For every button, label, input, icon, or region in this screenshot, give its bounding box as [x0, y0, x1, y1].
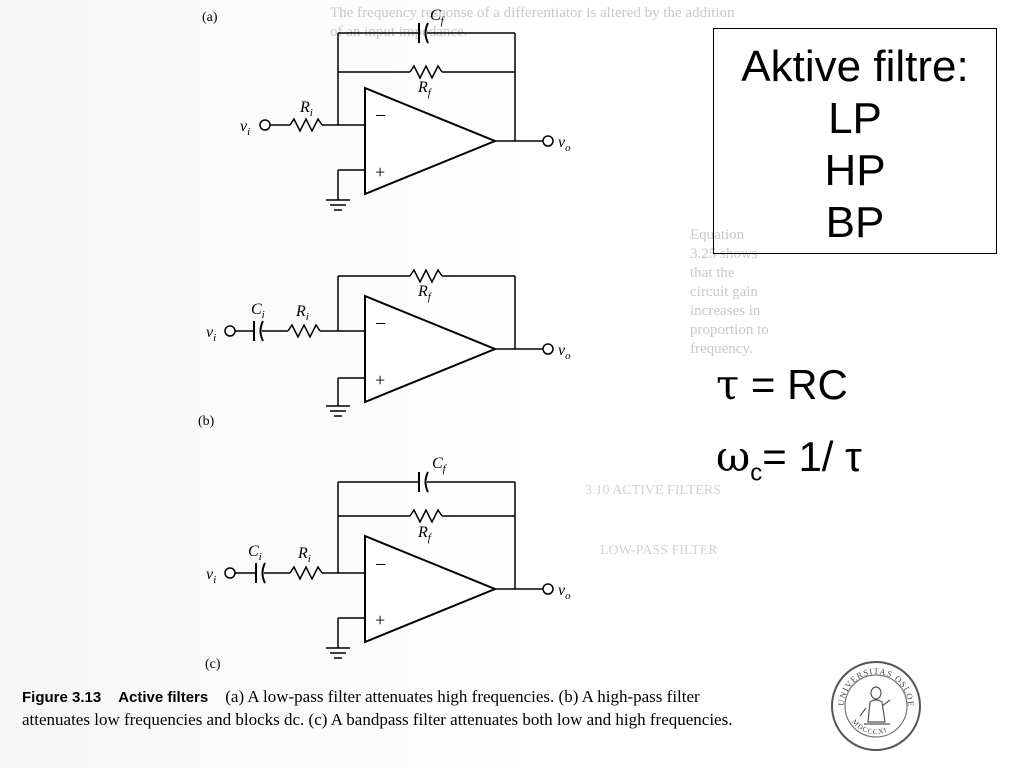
input-resistor [287, 323, 321, 339]
feedback-capacitor-plate [424, 22, 429, 44]
input-terminal [259, 119, 271, 131]
high-pass-filter-circuit: − + Ci Ri vi Rf vo [206, 268, 571, 417]
box-title: Aktive filtre: [741, 42, 969, 91]
bleed-through-heading: LOW-PASS FILTER [600, 543, 718, 558]
figure-caption-text: (a) A low-pass filter attenuates high fr… [22, 687, 733, 729]
input-label: vi [206, 324, 216, 344]
figure-number: Figure 3.13 [22, 689, 102, 706]
feedback-capacitor-label: Cf [432, 455, 448, 475]
output-terminal [542, 135, 554, 147]
box-item-lp: LP [828, 94, 882, 143]
omega-subscript: c [750, 459, 763, 487]
feedback-resistor-label: Rf [417, 524, 433, 544]
feedback-capacitor-plate [424, 471, 429, 493]
resistor-label: Ri [295, 303, 309, 323]
figure-title: Active filters [118, 689, 209, 706]
output-label: vo [558, 582, 571, 602]
active-filters-box: Aktive filtre: LP HP BP [713, 28, 997, 254]
input-resistor [289, 117, 323, 133]
input-terminal [224, 567, 236, 579]
op-amp-triangle [364, 294, 498, 404]
university-seal-logo: UNIVERSITAS OSLOENSIS MDCCCXI [830, 660, 921, 751]
bleed-through-text: Equation 3.25 shows that the circuit gai… [690, 227, 769, 357]
inverting-input-sign: − [375, 554, 386, 576]
feedback-resistor [409, 508, 443, 524]
noninverting-input-sign: + [375, 610, 385, 630]
op-amp-triangle [364, 86, 498, 196]
panel-label-a: (a) [202, 10, 218, 25]
input-capacitor-plate [259, 320, 264, 342]
input-capacitor-plate [261, 562, 266, 584]
noninverting-input-sign: + [375, 370, 385, 390]
feedback-resistor [409, 268, 443, 284]
input-capacitor-label: Ci [251, 301, 265, 321]
band-pass-filter-circuit: − + Ci Ri vi Cf Rf vo [206, 455, 571, 659]
inverting-input-sign: − [375, 313, 386, 335]
cutoff-frequency-equation: ωc= 1/ τ [716, 432, 862, 487]
output-terminal [542, 583, 554, 595]
resistor-label: Ri [297, 545, 311, 565]
noninverting-input-sign: + [375, 162, 385, 182]
output-terminal [542, 343, 554, 355]
output-label: vo [558, 342, 571, 362]
tau-rhs: = RC [750, 361, 848, 408]
inverting-input-sign: − [375, 105, 386, 127]
ground-symbol [326, 405, 350, 417]
active-filter-circuits: − + Ri vi Cf Rf vo − [206, 7, 571, 659]
bleed-through-heading: 3.10 ACTIVE FILTERS [585, 483, 721, 498]
low-pass-filter-circuit: − + Ri vi Cf Rf vo [240, 7, 571, 211]
feedback-resistor [409, 64, 443, 80]
feedback-resistor-label: Rf [417, 79, 433, 99]
figure-caption: Figure 3.13 Active filters (a) A low-pas… [22, 686, 762, 731]
bleed-through-text: The frequency response of a differentiat… [330, 5, 735, 40]
box-item-hp: HP [824, 146, 886, 195]
box-item-bp: BP [825, 198, 885, 247]
ground-symbol [326, 199, 350, 211]
omega-rhs: = 1/ τ [762, 433, 862, 480]
feedback-resistor-label: Rf [417, 283, 433, 303]
panel-label-b: (b) [198, 414, 215, 429]
time-constant-equation: τ = RC [716, 360, 848, 409]
panel-label-c: (c) [205, 657, 221, 672]
input-label: vi [240, 118, 250, 138]
input-label: vi [206, 566, 216, 586]
input-terminal [224, 325, 236, 337]
feedback-capacitor-label: Cf [430, 7, 446, 27]
input-resistor [289, 565, 323, 581]
op-amp-triangle [364, 534, 498, 644]
tau-symbol: τ [716, 360, 740, 409]
omega-symbol: ω [716, 432, 751, 481]
output-label: vo [558, 134, 571, 154]
input-capacitor-label: Ci [248, 543, 262, 563]
ground-symbol [326, 647, 350, 659]
resistor-label: Ri [299, 99, 313, 119]
